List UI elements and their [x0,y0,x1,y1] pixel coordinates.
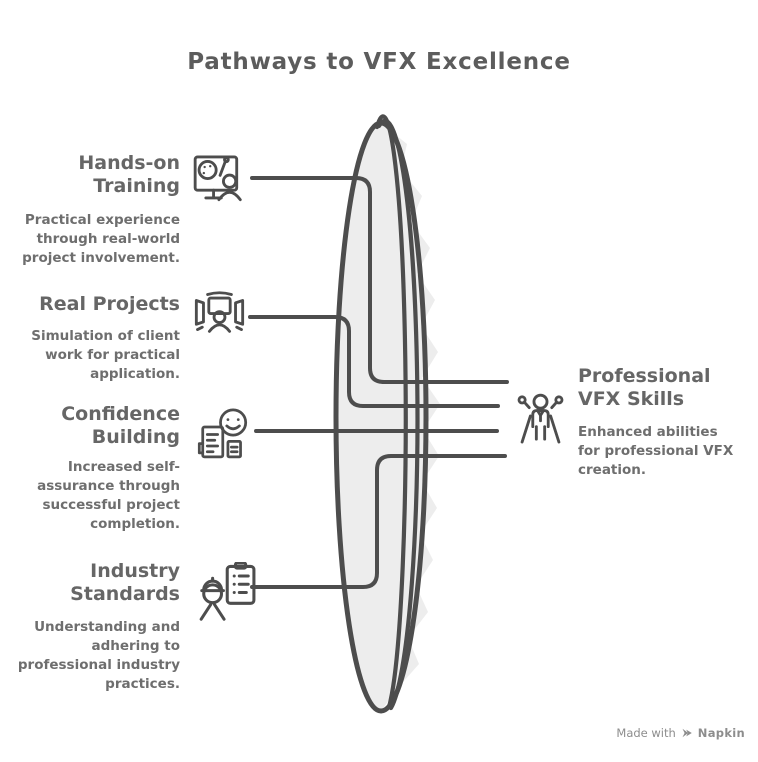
training-monitor-palette-icon [191,151,248,208]
desc-line: practices. [105,676,180,692]
node-hands-on-training-description: Practical experience through real-world … [0,211,180,268]
heading-line: Professional [578,365,711,387]
node-professional-vfx-skills-description: Enhanced abilities for professional VFX … [578,423,750,480]
desc-line: Practical experience [24,212,180,228]
desc-line: Simulation of client [31,328,180,344]
node-confidence-building-description: Increased self- assurance through succes… [0,458,180,534]
heading-line: VFX Skills [578,388,685,410]
made-with-label: Made with [616,726,676,740]
page-title: Pathways to VFX Excellence [187,49,571,75]
node-industry-standards-heading: Industry Standards [0,560,180,606]
node-real-projects-description: Simulation of client work for practical … [0,327,180,384]
desc-line: work for practical [45,347,180,363]
heading-line: Industry [90,560,180,582]
desc-line: professional industry [17,657,180,673]
desc-line: successful project [42,497,180,513]
desc-line: completion. [90,516,180,532]
worker-checklist-icon [198,562,259,623]
stage-presentation-icon [191,288,248,345]
desc-line: through real-world [36,231,180,247]
desc-line: assurance through [37,478,180,494]
made-with-napkin-attribution: Made with Napkin [616,726,745,740]
smiley-checklist-icon [197,407,252,462]
achievement-person-icon [512,391,569,448]
heading-line: Building [91,426,180,448]
heading-line: Standards [70,583,180,605]
heading-line: Hands-on [78,152,180,174]
napkin-logo-icon [682,728,692,738]
heading-line: Confidence [61,403,180,425]
heading-line: Training [93,175,180,197]
desc-line: project involvement. [22,250,180,266]
node-industry-standards-description: Understanding and adhering to profession… [0,618,180,694]
desc-line: application. [90,366,180,382]
heading-line: Real Projects [39,293,180,315]
node-hands-on-training-heading: Hands-on Training [0,152,180,198]
node-real-projects-heading: Real Projects [0,293,180,316]
desc-line: adhering to [91,638,180,654]
desc-line: Enhanced abilities [578,424,718,440]
connector-industry-standards [250,454,507,589]
desc-line: Understanding and [34,619,180,635]
node-professional-vfx-skills-heading: Professional VFX Skills [578,365,758,411]
connector-hands-on-training [250,176,509,384]
napkin-brand-label: Napkin [697,726,745,740]
connector-real-projects [248,315,500,408]
desc-line: for professional VFX [578,443,734,459]
desc-line: Increased self- [67,459,180,475]
funnel-inner-arc-2 [376,118,420,711]
desc-line: creation. [578,462,647,478]
node-confidence-building-heading: Confidence Building [0,403,180,449]
